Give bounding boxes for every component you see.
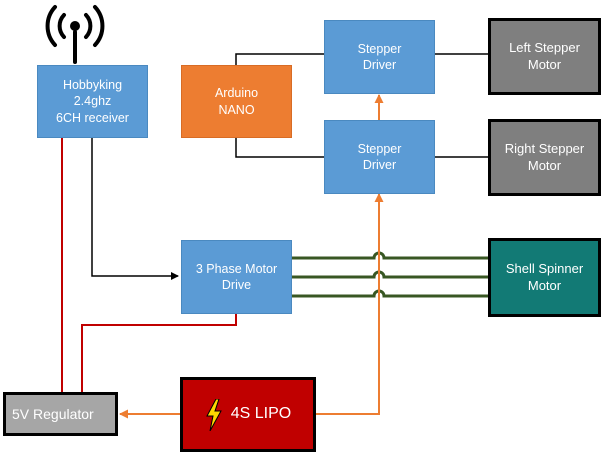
supply-wires [119, 94, 384, 419]
regulator-label: 5V Regulator [12, 405, 94, 422]
right-stepper-motor-label: Right Stepper Motor [504, 140, 585, 173]
motor-drive-label: 3 Phase Motor Drive [195, 261, 278, 292]
receiver-block: Hobbyking 2.4ghz 6CH receiver [37, 65, 148, 138]
stepper-driver-top-block: Stepper Driver [324, 20, 435, 94]
stepper-driver-bottom-block: Stepper Driver [324, 120, 435, 194]
receiver-label: Hobbyking 2.4ghz 6CH receiver [56, 78, 129, 125]
signal-wires [91, 53, 488, 280]
left-stepper-motor-block: Left Stepper Motor [488, 18, 601, 95]
motor-drive-block: 3 Phase Motor Drive [181, 240, 292, 314]
stepper-driver-top-label: Stepper Driver [357, 41, 402, 72]
left-stepper-motor-label: Left Stepper Motor [509, 39, 580, 72]
shell-spinner-motor-block: Shell Spinner Motor [488, 238, 601, 317]
arduino-block: Arduino NANO [181, 65, 292, 138]
arduino-label: Arduino NANO [214, 86, 259, 117]
right-stepper-motor-block: Right Stepper Motor [488, 119, 601, 196]
battery-label: 4S LIPO [230, 405, 292, 423]
battery-block: 4S LIPO [180, 377, 316, 452]
regulator-block: 5V Regulator [3, 392, 118, 436]
lightning-bolt-icon [205, 398, 222, 431]
antenna-icon [45, 5, 105, 64]
phase-wires [292, 251, 488, 298]
stepper-driver-bottom-label: Stepper Driver [357, 141, 402, 172]
shell-spinner-motor-label: Shell Spinner Motor [505, 260, 584, 293]
power-wires [61, 138, 237, 392]
